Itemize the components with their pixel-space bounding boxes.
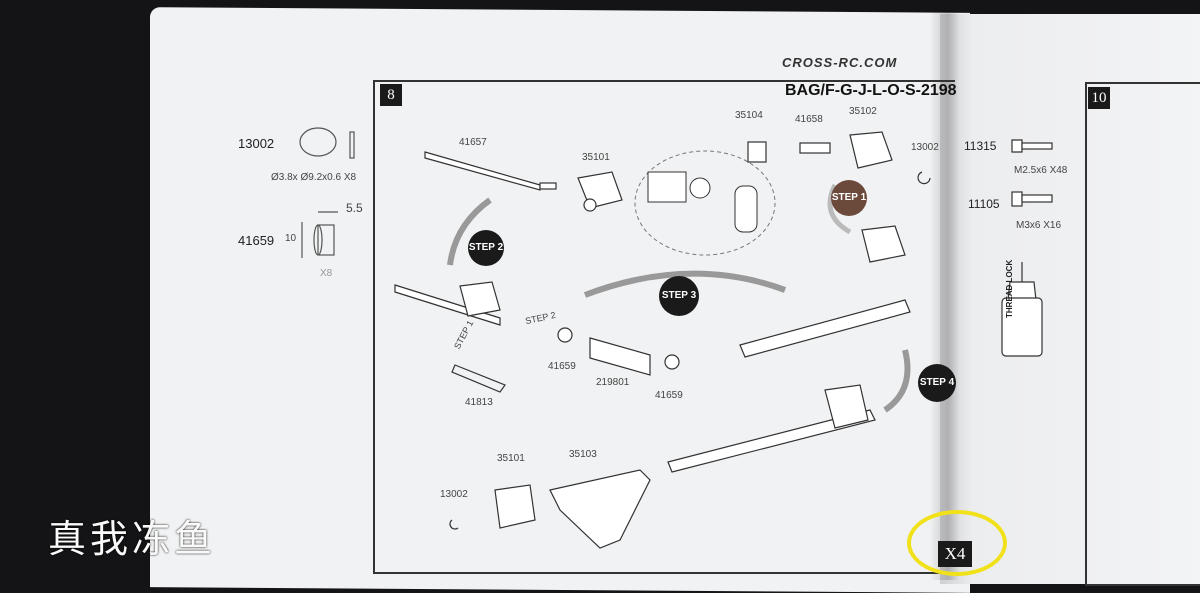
middle-assembly-icon <box>394 281 680 393</box>
label-pin: 41813 <box>465 397 493 408</box>
assembly-drawing <box>299 127 1053 549</box>
ball-end-detail-icon <box>647 171 758 233</box>
e-clip-icon <box>299 127 355 159</box>
step1-circle: STEP 1 <box>831 180 867 216</box>
screw-icons <box>1011 139 1053 207</box>
label-35104: 35104 <box>735 110 763 121</box>
screw2-spec: M3x6 X16 <box>1016 220 1062 231</box>
label-bushing-b: 41659 <box>655 390 683 401</box>
clip-part-number: 13002 <box>238 136 275 151</box>
shaft-icon <box>424 151 557 191</box>
step2-circle: STEP 2 <box>468 230 504 266</box>
label-mount-bottom: 35101 <box>497 453 525 464</box>
bushing-dim-height: 10 <box>285 233 297 244</box>
yellow-highlight-circle <box>907 510 1007 576</box>
next-step-number-badge: 10 <box>1088 87 1110 109</box>
bushing-part-number: 41659 <box>238 233 275 248</box>
page-fold-shadow <box>930 10 960 580</box>
shock-assembly-icon <box>667 225 911 473</box>
label-clip-top: 13002 <box>911 142 939 153</box>
manual-page-right <box>940 14 1200 584</box>
clip-spec: Ø3.8x Ø9.2x0.6 X8 <box>271 172 357 183</box>
arrow-step3 <box>583 270 787 298</box>
step-number-badge: 8 <box>380 84 402 106</box>
step-panel <box>373 80 955 574</box>
label-bushing-a: 41659 <box>548 361 576 372</box>
label-clip-bottom: 13002 <box>440 489 468 500</box>
screw2-part-number: 11105 <box>968 197 1000 211</box>
top-right-parts-icon <box>747 131 931 185</box>
step4-circle: STEP 4 <box>918 364 956 402</box>
label-41658: 41658 <box>795 114 823 125</box>
label-arm: 35103 <box>569 449 597 460</box>
bushing-qty: X8 <box>320 268 333 279</box>
watermark: 真我冻鱼 <box>48 517 217 561</box>
brand-logo: CROSS-RC.COM <box>782 55 898 70</box>
bottom-assembly-icon <box>449 469 651 549</box>
label-mount-top: 35101 <box>582 152 610 163</box>
screw1-part-number: 11315 <box>964 139 997 153</box>
bushing-dim-width: 5.5 <box>346 201 363 215</box>
arrow-step2 <box>447 197 492 266</box>
bag-label: BAG/F-G-J-L-O-S-2198 <box>785 82 957 99</box>
label-shaft: 41657 <box>459 137 487 148</box>
arrow-step4 <box>883 349 911 413</box>
step3-circle: STEP 3 <box>659 276 699 316</box>
thread-lock-label: THREAD LOCK <box>1005 259 1014 318</box>
label-spring: 219801 <box>596 377 630 388</box>
mount-icon <box>577 171 623 212</box>
screw1-spec: M2.5x6 X48 <box>1014 165 1068 176</box>
detail-ellipse <box>634 150 776 256</box>
thread-lock-bottle-icon <box>1001 262 1043 357</box>
label-35102: 35102 <box>849 106 877 117</box>
bushing-icon <box>301 211 338 258</box>
